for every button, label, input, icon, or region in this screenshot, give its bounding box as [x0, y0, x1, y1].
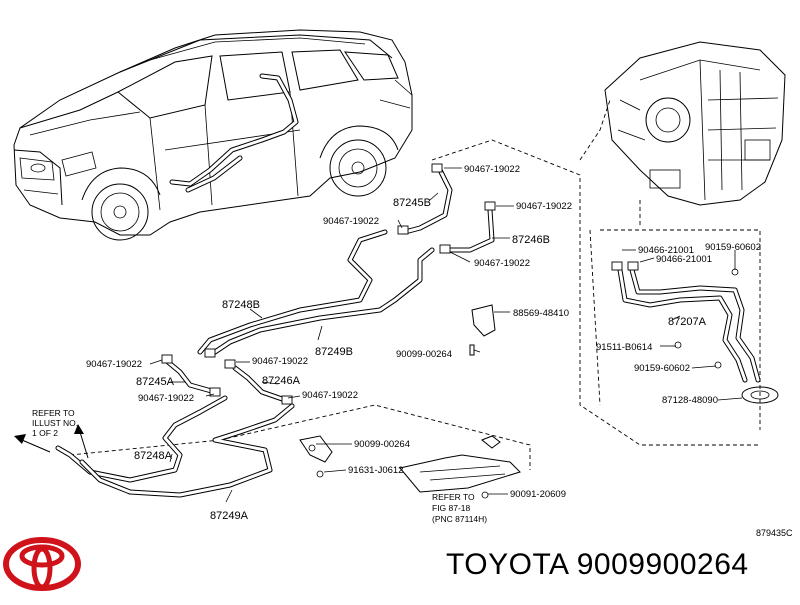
- label-90467-19022-c: 90467-19022: [323, 216, 379, 227]
- part-number-caption: TOYOTA 9009900264: [446, 548, 749, 581]
- clamps: [161, 163, 739, 499]
- label-90467-19022-f: 90467-19022: [252, 356, 308, 367]
- label-90099-00264-b: 90099-00264: [354, 439, 410, 450]
- hose-pipe-assembly: [55, 167, 779, 498]
- refer-fig-note: REFER TO FIG 87-18 (PNC 87114H): [432, 492, 487, 524]
- refer-fig-line-3: (PNC 87114H): [432, 514, 487, 524]
- label-90467-19022-h: 90467-19022: [302, 390, 358, 401]
- vehicle-illustration: [13, 29, 413, 241]
- label-87245b: 87245B: [393, 197, 431, 209]
- refer-illust-line-2: ILLUST NO.: [32, 418, 78, 428]
- refer-arrows: [14, 424, 89, 459]
- label-87248a: 87248A: [134, 450, 173, 462]
- label-90467-19022-e: 90467-19022: [86, 359, 142, 370]
- leader-lines: [149, 167, 743, 503]
- label-88569-48410: 88569-48410: [513, 308, 569, 319]
- label-87128-48090: 87128-48090: [662, 395, 718, 406]
- refer-fig-line-1: REFER TO: [432, 492, 475, 502]
- refer-fig-line-2: FIG 87-18: [432, 503, 471, 513]
- label-90159-60602-a: 90159-60602: [705, 242, 761, 253]
- label-87248b: 87248B: [222, 299, 260, 311]
- label-91631-j0612: 91631-J0612: [348, 465, 403, 476]
- label-90159-60602-b: 90159-60602: [634, 363, 690, 374]
- label-87246a: 87246A: [262, 375, 301, 387]
- label-87249b: 87249B: [315, 346, 353, 358]
- refer-illust-line-3: 1 OF 2: [32, 428, 58, 438]
- label-90466-21001-a: 90466-21001: [638, 245, 694, 256]
- label-90467-19022-a: 90467-19022: [464, 164, 520, 175]
- label-87245a: 87245A: [136, 376, 175, 388]
- refer-illust-line-1: REFER TO: [32, 408, 75, 418]
- label-90091-20609: 90091-20609: [510, 489, 566, 500]
- label-90467-19022-b: 90467-19022: [516, 201, 572, 212]
- label-87249a: 87249A: [210, 510, 249, 522]
- label-90467-19022-d: 90467-19022: [474, 258, 530, 269]
- label-91511-b0614: 91511-B0614: [596, 342, 652, 353]
- reference-outlines: [69, 99, 761, 470]
- refer-illust-note: REFER TO ILLUST NO. 1 OF 2: [32, 408, 78, 438]
- diagram-reference-code: 879435C: [756, 528, 793, 538]
- label-90466-21001-b: 90466-21001: [656, 254, 712, 265]
- label-87207a: 87207A: [668, 316, 707, 328]
- toyota-logo: [3, 537, 81, 591]
- label-90099-00264-a: 90099-00264: [396, 349, 452, 360]
- label-90467-19022-g: 90467-19022: [138, 393, 194, 404]
- part-labels: 90467-19022 87245B 90467-19022 90467-190…: [86, 164, 761, 522]
- floor-duct: [399, 454, 521, 493]
- heater-unit-illustration: [604, 41, 786, 206]
- label-87246b: 87246B: [512, 234, 550, 246]
